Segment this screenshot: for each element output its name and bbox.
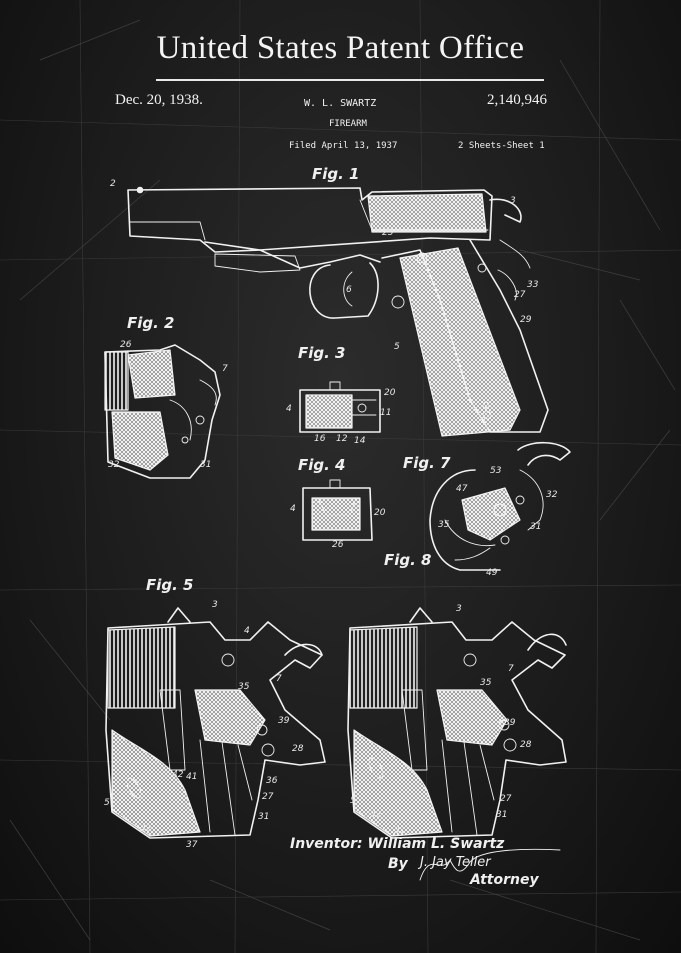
ref-number: 2	[110, 179, 116, 189]
fig-5-label: Fig. 5	[146, 576, 194, 594]
ref-number: 32	[140, 824, 152, 834]
fig-7-label: Fig. 7	[403, 454, 451, 472]
ref-number: 35	[238, 682, 250, 692]
ref-number: 5	[394, 342, 400, 352]
fig-8-label: Fig. 8	[384, 551, 432, 569]
ref-number: 41	[186, 772, 198, 782]
ref-number: 7	[508, 664, 514, 674]
ref-number: 4	[286, 404, 292, 414]
ref-number: 31	[258, 812, 270, 822]
ref-number: 26	[120, 340, 132, 350]
ref-number: 27	[514, 290, 526, 300]
ref-number: 25	[382, 228, 394, 238]
ref-number: 31	[496, 810, 508, 820]
signature-scribble	[419, 848, 561, 881]
ref-number: 53	[490, 466, 502, 476]
filed-date: Filed April 13, 1937	[289, 141, 398, 151]
ref-number: 31	[394, 826, 406, 836]
ref-number: 36	[266, 776, 278, 786]
ref-number: 6	[346, 285, 352, 295]
figure-1-pistol-drawing	[127, 186, 549, 437]
inventor-short: W. L. SWARTZ	[304, 98, 377, 109]
ref-number: 27	[500, 794, 512, 804]
fig-1-label: Fig. 1	[312, 165, 360, 183]
ref-number: 5	[350, 796, 356, 806]
ref-number: 35	[480, 678, 492, 688]
figure-5-left-drawing	[105, 607, 326, 839]
ref-number: 12	[336, 434, 348, 444]
fig-2-label: Fig. 2	[127, 314, 175, 332]
figure-3-drawing	[299, 381, 381, 433]
ref-number: 3	[510, 196, 516, 206]
sheet-count: 2 Sheets-Sheet 1	[458, 141, 545, 151]
ref-number: 32	[370, 810, 382, 820]
ref-number: 14	[354, 436, 366, 446]
patent-number: 2,140,946	[487, 92, 547, 108]
ref-number: 31	[200, 460, 212, 470]
ref-number: 3	[212, 600, 218, 610]
ref-number: 4	[290, 504, 296, 514]
ref-number: 47	[456, 484, 468, 494]
figure-7-8-drawing	[429, 441, 571, 571]
ref-number: 28	[292, 744, 304, 754]
ref-number: 11	[380, 408, 392, 418]
title-rule	[156, 79, 544, 81]
ref-number: 7	[222, 364, 228, 374]
ref-number: 35	[438, 520, 450, 530]
fig-4-label: Fig. 4	[298, 456, 346, 474]
ref-number: 49	[486, 568, 498, 578]
attorney-label: Attorney	[470, 872, 539, 888]
ref-number: 7	[276, 674, 282, 684]
ref-number: 33	[527, 280, 539, 290]
figure-4-drawing	[302, 479, 373, 541]
patent-date: Dec. 20, 1938.	[115, 92, 203, 108]
figure-5-right-drawing	[347, 607, 567, 839]
ref-number: 27	[262, 792, 274, 802]
ref-number: 28	[520, 740, 532, 750]
ref-number: 32	[546, 490, 558, 500]
ref-number: 42	[172, 770, 184, 780]
ref-number: 32	[108, 460, 120, 470]
inventor-name: Inventor: William L. Swartz	[290, 836, 505, 852]
fig-3-label: Fig. 3	[298, 344, 346, 362]
ref-number: 3	[456, 604, 462, 614]
ref-number: 39	[504, 718, 516, 728]
ref-number: 29	[520, 315, 532, 325]
signature-by: By	[388, 856, 408, 872]
ref-number: 26	[332, 540, 344, 550]
ref-number: 4	[244, 626, 250, 636]
ref-number: 39	[278, 716, 290, 726]
ref-number: 20	[374, 508, 386, 518]
ref-number: 31	[530, 522, 542, 532]
ref-number: 5	[104, 798, 110, 808]
ref-number: 16	[314, 434, 326, 444]
attorney-signature: J. Jay Teller	[420, 855, 491, 870]
ref-number: 37	[186, 840, 198, 850]
patent-subject: FIREARM	[329, 119, 367, 129]
ref-number: 20	[384, 388, 396, 398]
page-title: United States Patent Office	[156, 30, 525, 66]
figure-2-drawing	[104, 344, 221, 479]
